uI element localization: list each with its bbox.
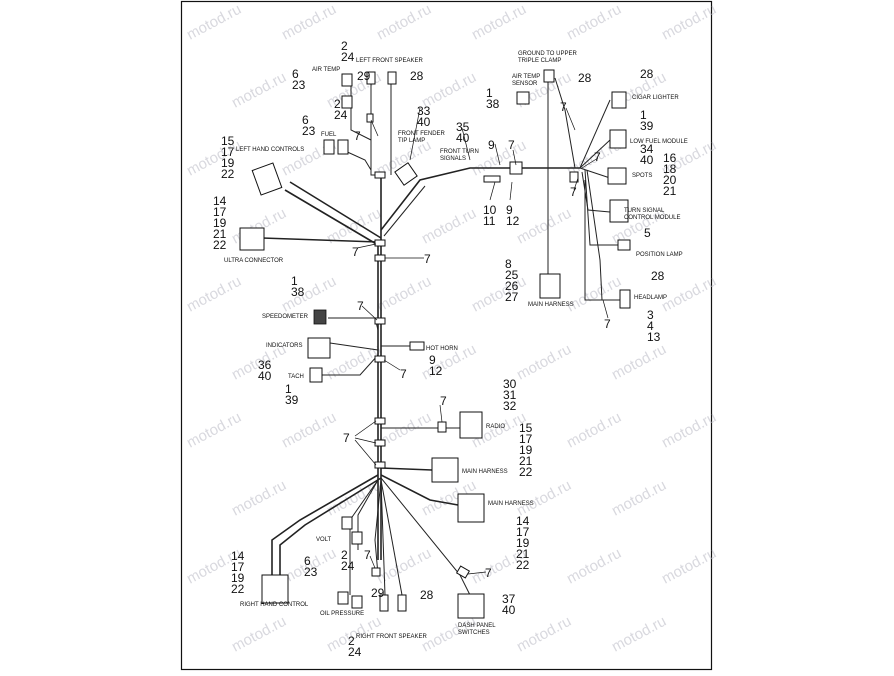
callout-7-f: 7 bbox=[604, 317, 611, 331]
callout-28-pos: 28 bbox=[651, 269, 665, 283]
callout-7-d: 7 bbox=[594, 150, 601, 164]
connector-shapes bbox=[239, 69, 631, 619]
callout-7-i: 7 bbox=[357, 299, 364, 313]
label-low-fuel-module: LOW FUEL MODULE bbox=[630, 139, 688, 145]
callout-7-k: 7 bbox=[440, 394, 447, 408]
callout-28-low: 28 bbox=[420, 588, 434, 602]
callout-9-a: 9 bbox=[488, 138, 495, 152]
label-oil-pressure: OIL PRESSURE bbox=[320, 611, 364, 617]
callout-7-b: 7 bbox=[508, 138, 515, 152]
label-main-harness-top: MAIN HARNESS bbox=[528, 302, 574, 308]
callout-7-m: 7 bbox=[364, 548, 371, 562]
label-cigar-lighter: CIGAR LIGHTER bbox=[632, 95, 679, 101]
callout-7-h: 7 bbox=[424, 252, 431, 266]
callout-29-top: 29 bbox=[357, 69, 371, 83]
label-left-hand-controls: LEFT HAND CONTROLS bbox=[236, 147, 304, 153]
label-hot-horn: HOT HORN bbox=[426, 346, 458, 352]
label-right-hand-control: RIGHT HAND CONTROL bbox=[240, 602, 309, 608]
label-volt: VOLT bbox=[316, 537, 332, 543]
label-indicators: INDICATORS bbox=[266, 343, 302, 349]
label-spots: SPOTS bbox=[632, 173, 652, 179]
label-radio: RADIO bbox=[486, 424, 505, 430]
label-ultra-connector: ULTRA CONNECTOR bbox=[224, 258, 284, 264]
callout-7-g: 7 bbox=[352, 245, 359, 259]
label-left-front-speaker: LEFT FRONT SPEAKER bbox=[356, 58, 423, 64]
label-position-lamp: POSITION LAMP bbox=[636, 252, 683, 258]
callout-28-top: 28 bbox=[410, 69, 424, 83]
label-fuel: FUEL bbox=[321, 132, 337, 138]
callout-5: 5 bbox=[644, 226, 651, 240]
label-air-temp-left: AIR TEMP bbox=[312, 67, 340, 73]
label-speedometer: SPEEDOMETER bbox=[262, 314, 309, 320]
label-headlamp: HEADLAMP bbox=[634, 295, 667, 301]
callout-7-n: 7 bbox=[485, 566, 492, 580]
callout-7-e: 7 bbox=[570, 185, 577, 199]
callout-7-j: 7 bbox=[400, 367, 407, 381]
callout-7-a: 7 bbox=[354, 129, 361, 143]
callout-28-air: 28 bbox=[578, 71, 592, 85]
component-labels: LEFT FRONT SPEAKER AIR TEMP FUEL LEFT HA… bbox=[224, 51, 688, 640]
callout-7-c: 7 bbox=[560, 100, 567, 114]
label-tach: TACH bbox=[288, 374, 304, 380]
callout-28-cigar: 28 bbox=[640, 67, 654, 81]
label-right-front-speaker: RIGHT FRONT SPEAKER bbox=[356, 634, 427, 640]
callout-7-l: 7 bbox=[343, 431, 350, 445]
wire-harness bbox=[261, 77, 620, 596]
label-main-harness-low: MAIN HARNESS bbox=[488, 501, 534, 507]
leader-lines bbox=[354, 107, 609, 575]
callout-29-low: 29 bbox=[371, 586, 385, 600]
label-main-harness-mid: MAIN HARNESS bbox=[462, 469, 508, 475]
